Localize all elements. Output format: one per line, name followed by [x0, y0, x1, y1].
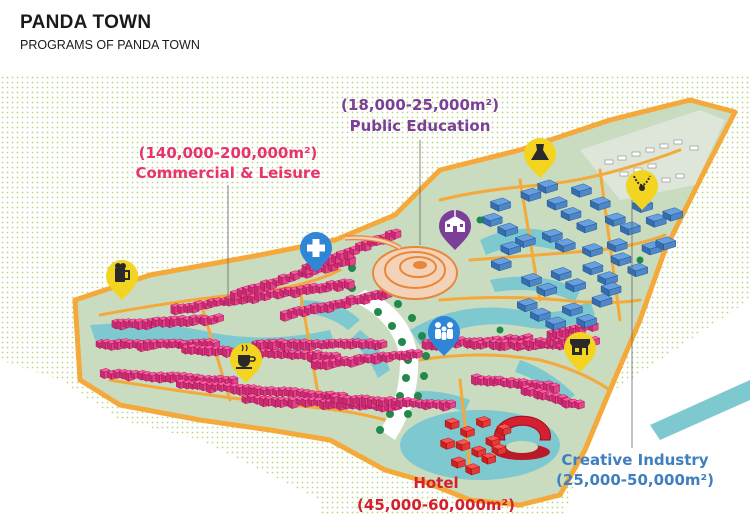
hotel-name-label: Hotel [413, 474, 458, 492]
coffee-cup-icon [230, 343, 262, 383]
program-labels: (140,000-200,000m²) Commercial & Leisure… [135, 96, 713, 514]
beer-mug-icon [106, 260, 138, 300]
commercial-name-label: Commercial & Leisure [135, 164, 320, 182]
hotel-building [494, 415, 551, 460]
commercial-leisure-blocks [95, 228, 601, 413]
open-ground [0, 360, 320, 530]
medical-cross-icon [300, 232, 332, 272]
shop-storefront-icon [564, 332, 596, 372]
page-subtitle: PROGRAMS OF PANDA TOWN [20, 38, 200, 52]
people-group-icon [428, 316, 460, 356]
commercial-area-label: (140,000-200,000m²) [139, 144, 318, 162]
education-area-label: (18,000-25,000m²) [341, 96, 499, 114]
creative-name-label: Creative Industry [561, 451, 708, 469]
school-building-icon [439, 210, 471, 250]
dress-icon [524, 138, 556, 178]
page-title: PANDA TOWN [20, 12, 152, 33]
hotel-area-label: (45,000-60,000m²) [357, 496, 515, 514]
open-ground-east [560, 300, 750, 530]
creative-area-label: (25,000-50,000m²) [556, 471, 714, 489]
education-name-label: Public Education [350, 117, 491, 135]
river-east [650, 380, 750, 440]
parked-vehicles [604, 139, 699, 183]
hotel-cubes [440, 416, 512, 476]
parking-area [580, 110, 725, 200]
leader-lines [227, 140, 633, 448]
public-education-building [344, 235, 458, 300]
creative-industry-blocks [481, 179, 684, 331]
necklace-icon [626, 170, 658, 210]
